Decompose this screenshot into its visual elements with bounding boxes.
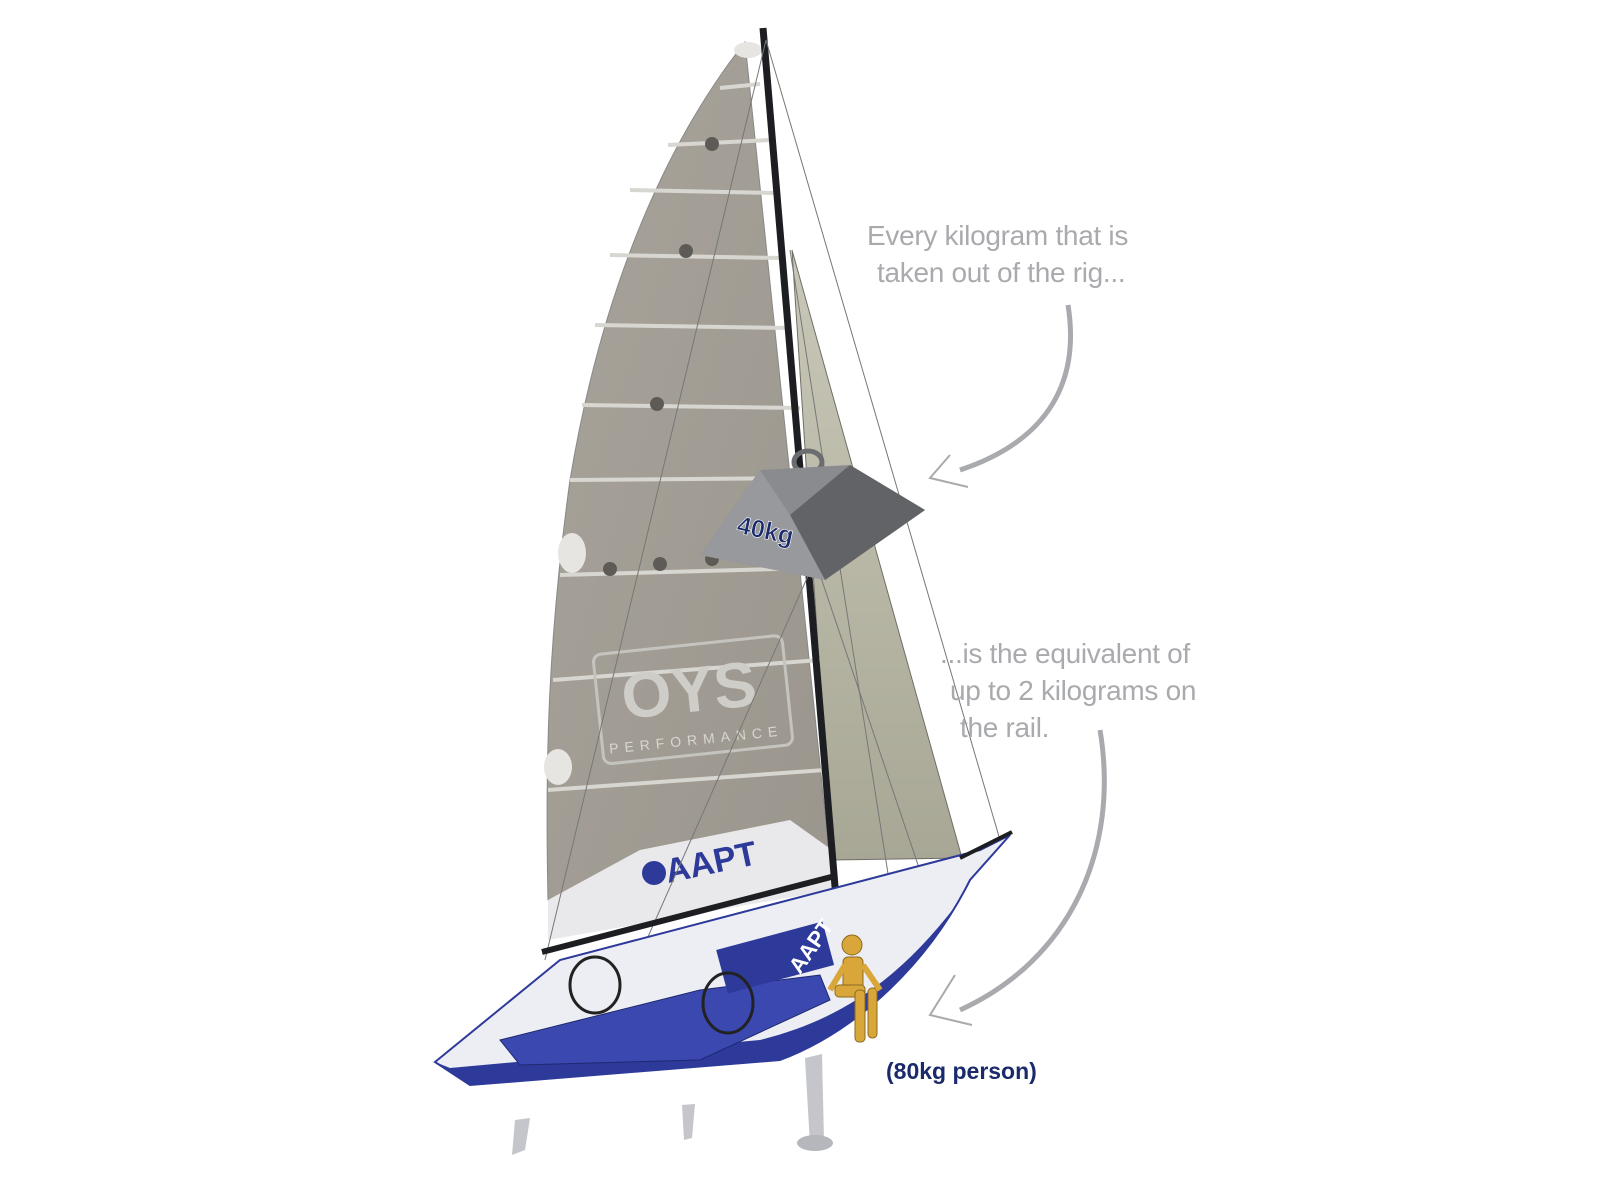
callout-top: Every kilogram that is taken out of the … <box>867 217 1128 291</box>
arrow-rail-to-person <box>928 729 1107 1026</box>
oys-logo: OYS PERFORMANCE <box>592 634 794 766</box>
sail-battens <box>547 82 826 792</box>
rudder <box>512 1118 530 1155</box>
cabin-top <box>716 921 835 994</box>
callout-bottom-line2: up to 2 kilograms on <box>950 675 1197 706</box>
svg-text:OYS: OYS <box>618 647 760 733</box>
boom <box>541 873 836 955</box>
steering-wheels <box>568 955 755 1035</box>
arrow-rig-to-weight <box>928 304 1073 488</box>
sail-patches <box>544 42 762 785</box>
rudder <box>682 1104 695 1140</box>
callout-top-line2: taken out of the rig... <box>877 257 1126 288</box>
sail-dots <box>603 137 719 576</box>
aapt-logo-mark <box>642 861 666 885</box>
weight-40kg: 40kg <box>700 448 925 580</box>
keel <box>805 1054 824 1145</box>
bowsprit <box>959 830 1013 860</box>
callout-bottom-line3: the rail. <box>960 712 1050 743</box>
keel-bulb <box>797 1135 833 1151</box>
sail-foot-panel <box>548 820 832 940</box>
callout-top-line1: Every kilogram that is <box>867 220 1129 251</box>
person-figure <box>827 934 883 1043</box>
person-weight-label: (80kg person) <box>886 1058 1037 1084</box>
callout-bottom: ...is the equivalent of up to 2 kilogram… <box>940 635 1196 746</box>
callout-bottom-line1: ...is the equivalent of <box>940 638 1190 669</box>
cockpit <box>499 974 831 1066</box>
